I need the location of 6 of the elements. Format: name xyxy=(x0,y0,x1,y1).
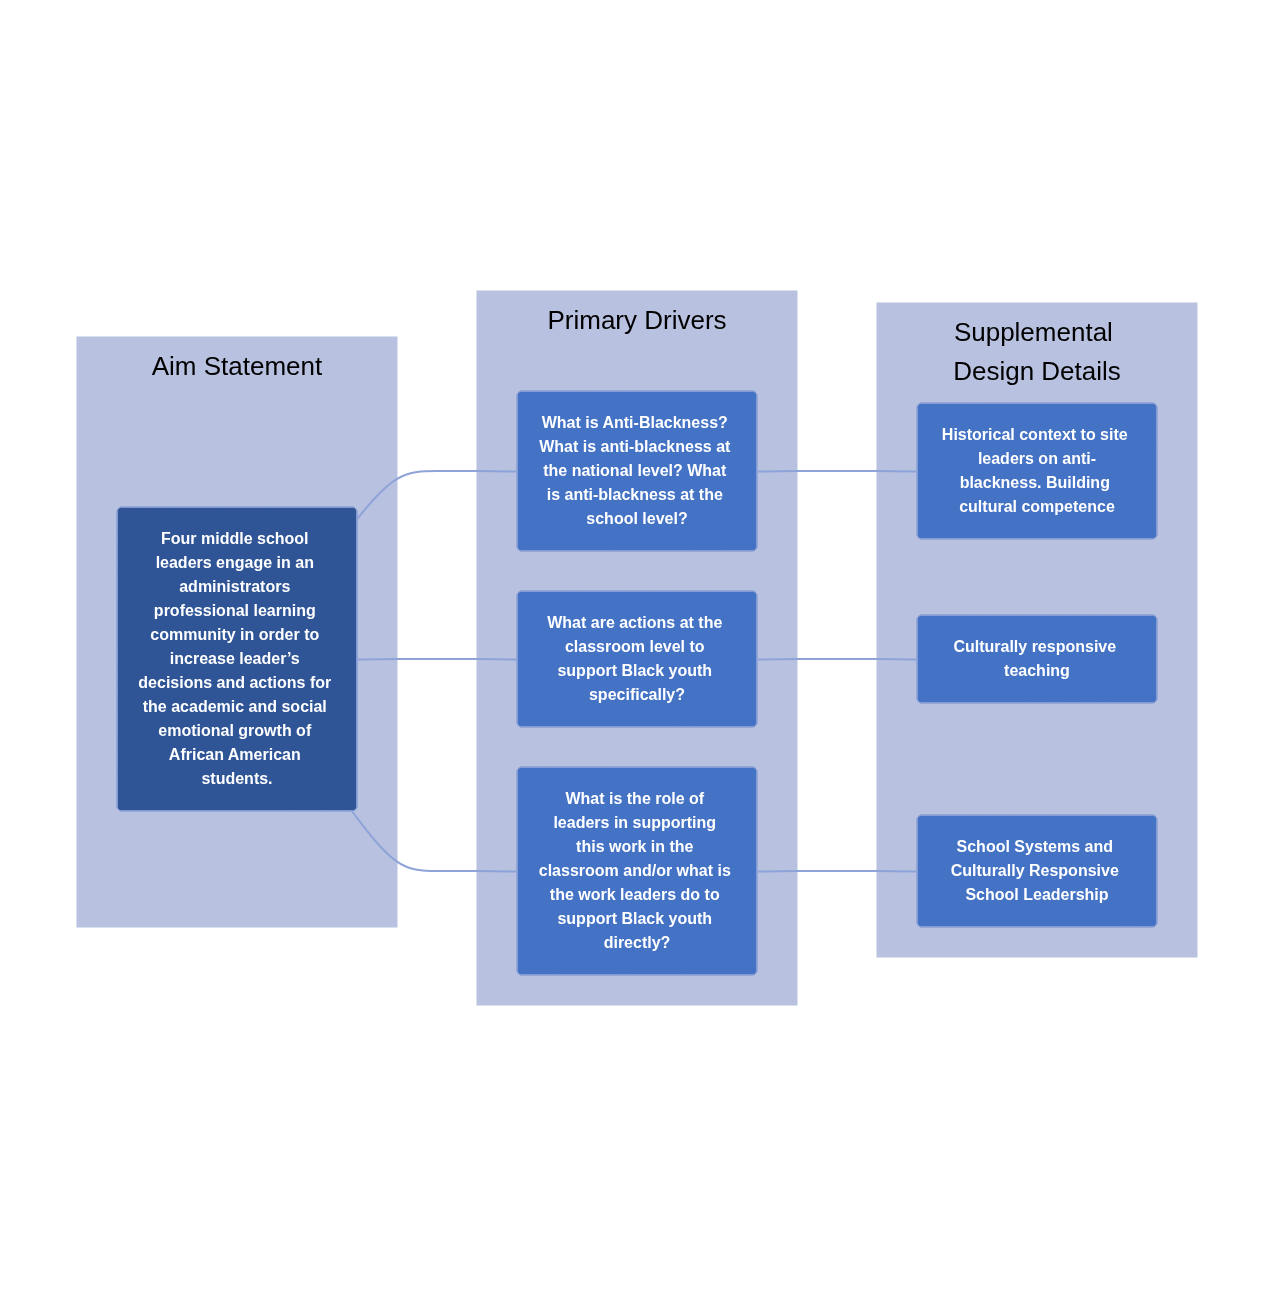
connector xyxy=(356,469,518,519)
connector xyxy=(756,469,918,472)
connector xyxy=(756,657,918,660)
connector xyxy=(356,657,518,660)
connector xyxy=(756,869,918,872)
connector xyxy=(350,810,518,872)
